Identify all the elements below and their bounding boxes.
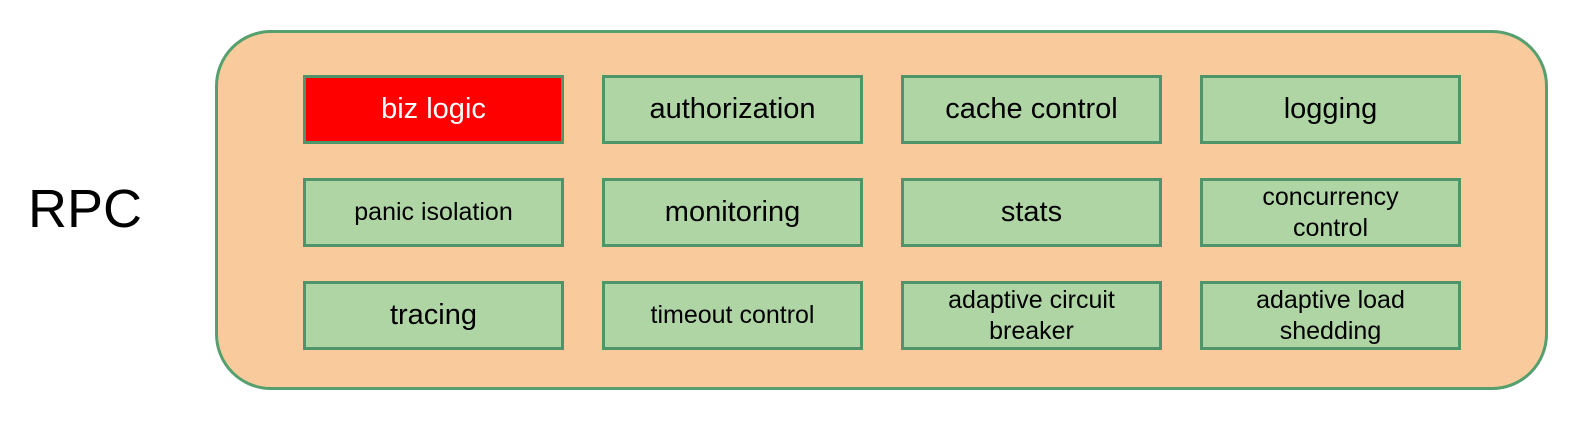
module-grid: biz logic authorization cache control lo… [303,75,1461,350]
module-cache-control: cache control [901,75,1162,144]
module-tracing: tracing [303,281,564,350]
module-label: concurrency control [1262,183,1399,242]
module-label: authorization [649,92,816,125]
module-concurrency-control: concurrency control [1200,178,1461,247]
module-label: panic isolation [354,198,513,227]
module-authorization: authorization [602,75,863,144]
module-label: timeout control [650,301,815,330]
module-label: adaptive load shedding [1256,286,1405,345]
module-adaptive-circuit-breaker: adaptive circuit breaker [901,281,1162,350]
module-monitoring: monitoring [602,178,863,247]
rpc-label: RPC [28,179,143,239]
module-panic-isolation: panic isolation [303,178,564,247]
module-label: cache control [945,92,1118,125]
module-biz-logic: biz logic [303,75,564,144]
module-label: monitoring [664,195,801,228]
module-label: biz logic [381,92,486,125]
module-label: logging [1283,92,1378,125]
module-adaptive-load-shedding: adaptive load shedding [1200,281,1461,350]
module-label: stats [1000,195,1063,228]
module-label: tracing [389,298,478,331]
module-timeout-control: timeout control [602,281,863,350]
module-stats: stats [901,178,1162,247]
module-logging: logging [1200,75,1461,144]
rpc-container: biz logic authorization cache control lo… [215,30,1548,390]
module-label: adaptive circuit breaker [948,286,1115,345]
